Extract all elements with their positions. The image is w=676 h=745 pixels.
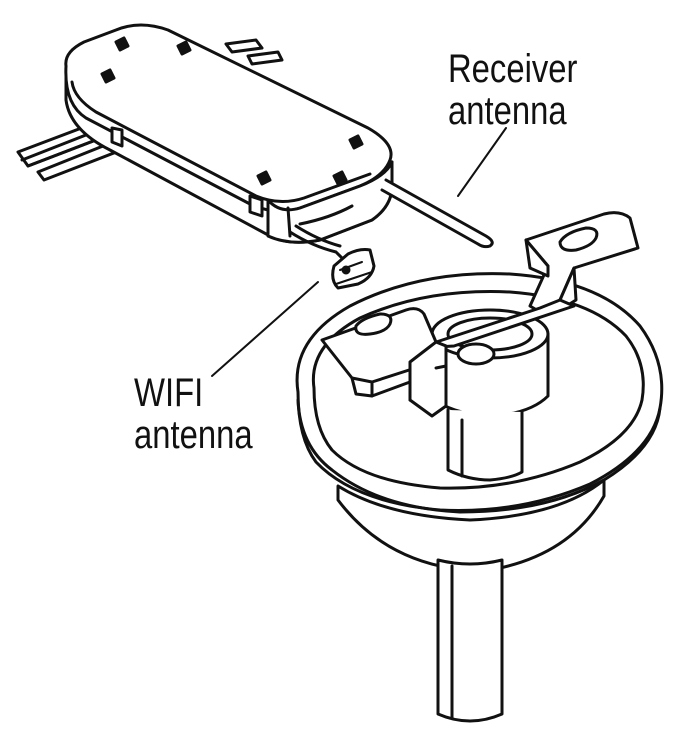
wifi-label-line2: antenna xyxy=(134,413,253,457)
mounting-bracket xyxy=(320,211,640,418)
downrod xyxy=(436,558,504,723)
receiver-antenna xyxy=(380,178,494,249)
receiver-label-line1: Receiver xyxy=(448,47,578,91)
canopy-ball xyxy=(456,342,496,366)
wifi-leader-line xyxy=(211,281,319,377)
receiver-unit xyxy=(16,23,394,244)
receiver-box-top xyxy=(64,23,393,213)
receiver-label-line2: antenna xyxy=(448,89,567,133)
receiver-back-tab xyxy=(224,38,264,54)
receiver-leader-line xyxy=(457,127,507,197)
bracket-slot xyxy=(558,226,599,252)
wifi-antenna xyxy=(288,224,376,290)
wifi-antenna-module xyxy=(331,248,376,290)
receiver-antenna-label: Receiver antenna xyxy=(448,48,577,132)
receiver-back-tab xyxy=(246,50,284,66)
wifi-antenna-label: WIFI antenna xyxy=(134,372,253,456)
canopy-bowl xyxy=(295,272,664,570)
bracket-slot xyxy=(354,312,393,336)
wifi-label-line1: WIFI xyxy=(134,371,204,415)
